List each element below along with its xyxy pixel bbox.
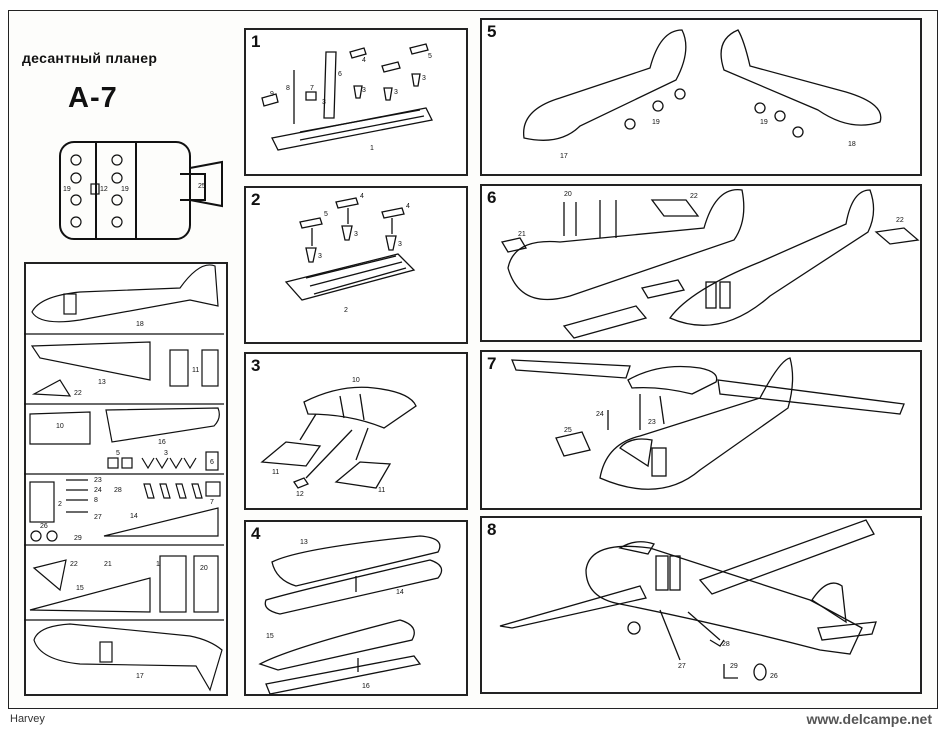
part-label: 19 <box>760 119 768 126</box>
step-number: 2 <box>251 190 261 209</box>
part-label: 23 <box>94 477 102 484</box>
part-label: 11 <box>192 367 199 374</box>
part-label: 11 <box>378 487 385 494</box>
part-label: 25 <box>564 427 572 434</box>
part-label: 12 <box>296 491 304 498</box>
part-label: 4 <box>360 193 364 200</box>
part-label: 22 <box>70 561 78 568</box>
step-panel-1: 1 <box>244 28 468 176</box>
part-label: 14 <box>130 513 138 520</box>
part-label: 5 <box>324 211 328 218</box>
top-view-label: 19 <box>121 186 129 193</box>
part-label: 3 <box>362 87 366 94</box>
top-view-label: 19 <box>63 186 71 193</box>
part-label: 8 <box>286 85 290 92</box>
part-label: 18 <box>136 321 144 328</box>
step-number: 5 <box>487 22 497 41</box>
step-panel-6: 6 <box>480 184 922 342</box>
step-number: 8 <box>487 520 497 539</box>
part-label: 22 <box>896 217 904 224</box>
model-name: А-7 <box>68 82 118 114</box>
part-label: 1 <box>370 145 374 152</box>
part-label: 21 <box>518 231 526 238</box>
part-label: 8 <box>94 497 98 504</box>
part-label: 2 <box>58 501 62 508</box>
part-label: 27 <box>678 663 686 670</box>
part-label: 20 <box>564 191 572 198</box>
part-label: 13 <box>300 539 308 546</box>
part-label: 4 <box>362 57 366 64</box>
step-number: 1 <box>251 32 261 51</box>
step-panel-8: 8 <box>480 516 922 694</box>
part-label: 29 <box>730 663 738 670</box>
part-label: 7 <box>310 85 314 92</box>
part-label: 22 <box>690 193 698 200</box>
part-label: 22 <box>74 390 82 397</box>
part-label: 9 <box>270 91 274 98</box>
top-view-label: 25 <box>198 183 206 190</box>
part-label: 29 <box>74 535 82 542</box>
part-label: 15 <box>266 633 274 640</box>
step-number: 6 <box>487 188 497 207</box>
part-label: 7 <box>210 499 214 506</box>
part-label: 21 <box>104 561 112 568</box>
top-view-label: 12 <box>100 186 108 193</box>
part-label: 3 <box>354 231 358 238</box>
part-label: 19 <box>652 119 660 126</box>
part-label: 13 <box>98 379 106 386</box>
part-label: 6 <box>338 71 342 78</box>
part-label: 5 <box>428 53 432 60</box>
part-label: 3 <box>398 241 402 248</box>
step-number: 7 <box>487 354 497 373</box>
part-label: 20 <box>200 565 208 572</box>
part-label: 14 <box>396 589 404 596</box>
part-label: 3 <box>318 253 322 260</box>
step-panel-3: 3 <box>244 352 468 510</box>
part-label: 26 <box>40 523 48 530</box>
step-number: 4 <box>251 524 261 543</box>
part-label: 16 <box>362 683 370 690</box>
part-label: 3 <box>422 75 426 82</box>
part-label: 10 <box>56 423 64 430</box>
part-label: 17 <box>136 673 144 680</box>
step-panel-7: 7 <box>480 350 922 510</box>
part-label: 16 <box>158 439 166 446</box>
part-label: 3 <box>164 450 168 457</box>
part-label: 11 <box>272 469 279 476</box>
part-label: 3 <box>322 99 326 106</box>
sheet-title: десантный планер <box>22 50 158 66</box>
part-label: 17 <box>560 153 568 160</box>
part-label: 5 <box>116 450 120 457</box>
uploader-name: Harvey <box>10 713 45 725</box>
site-watermark: www.delcampe.net <box>806 711 932 727</box>
part-label: 18 <box>848 141 856 148</box>
step-number: 3 <box>251 356 261 375</box>
part-label: 6 <box>210 459 214 466</box>
part-label: 2 <box>344 307 348 314</box>
part-label: 1 <box>156 561 160 568</box>
part-label: 3 <box>394 89 398 96</box>
part-label: 24 <box>596 411 604 418</box>
part-label: 24 <box>94 487 102 494</box>
step-panel-5: 5 <box>480 18 922 176</box>
part-label: 26 <box>770 673 778 680</box>
part-label: 4 <box>406 203 410 210</box>
part-label: 28 <box>722 641 730 648</box>
part-label: 28 <box>114 487 122 494</box>
part-label: 27 <box>94 514 102 521</box>
part-label: 15 <box>76 585 84 592</box>
part-label: 10 <box>352 377 360 384</box>
part-label: 23 <box>648 419 656 426</box>
